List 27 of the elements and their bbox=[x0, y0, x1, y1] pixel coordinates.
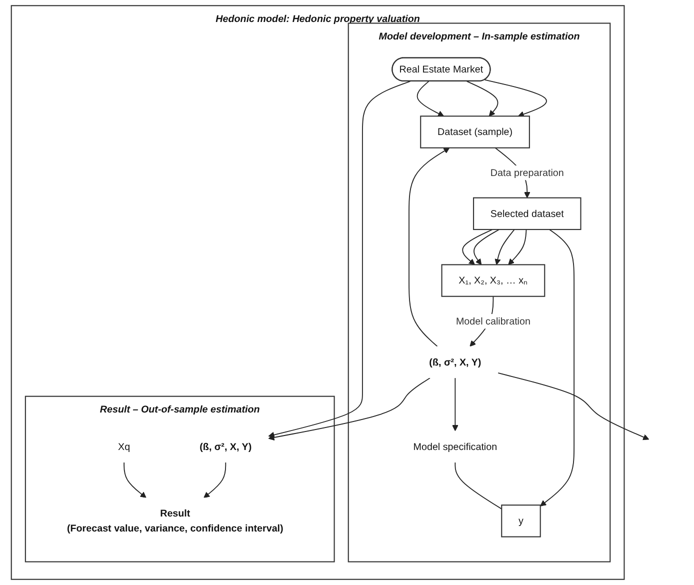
node-text: Result (Forecast value, variance, confidence interval) bbox=[66, 508, 284, 534]
node-text: Model specification bbox=[413, 440, 498, 452]
node-text: (ß, σ², X, Y) bbox=[200, 440, 252, 452]
arrow bbox=[124, 462, 146, 498]
node-text: (ß, σ², X, Y) bbox=[429, 356, 482, 368]
node-box: Dataset (sample) bbox=[420, 116, 530, 148]
node-box: X₁, X₂, X₃, … xₙ bbox=[441, 264, 546, 297]
arrow bbox=[474, 229, 500, 265]
arrow bbox=[498, 372, 650, 440]
arrow bbox=[466, 80, 498, 116]
arrow bbox=[540, 229, 575, 506]
arrow bbox=[268, 80, 411, 438]
node-box: y bbox=[501, 504, 541, 538]
arrow bbox=[462, 229, 493, 265]
node-box: Selected dataset bbox=[473, 197, 582, 230]
edge-label: Data preparation bbox=[490, 166, 564, 178]
arrow bbox=[508, 229, 527, 265]
arrow bbox=[484, 79, 547, 118]
arrow bbox=[268, 378, 430, 441]
arrow bbox=[452, 378, 458, 432]
arrow bbox=[408, 148, 450, 347]
edge-label: Model calibration bbox=[456, 315, 530, 327]
arrow bbox=[494, 229, 515, 265]
node-text: Xq bbox=[118, 440, 130, 452]
arrow bbox=[204, 462, 226, 498]
connector bbox=[454, 462, 502, 510]
arrow bbox=[416, 80, 444, 116]
